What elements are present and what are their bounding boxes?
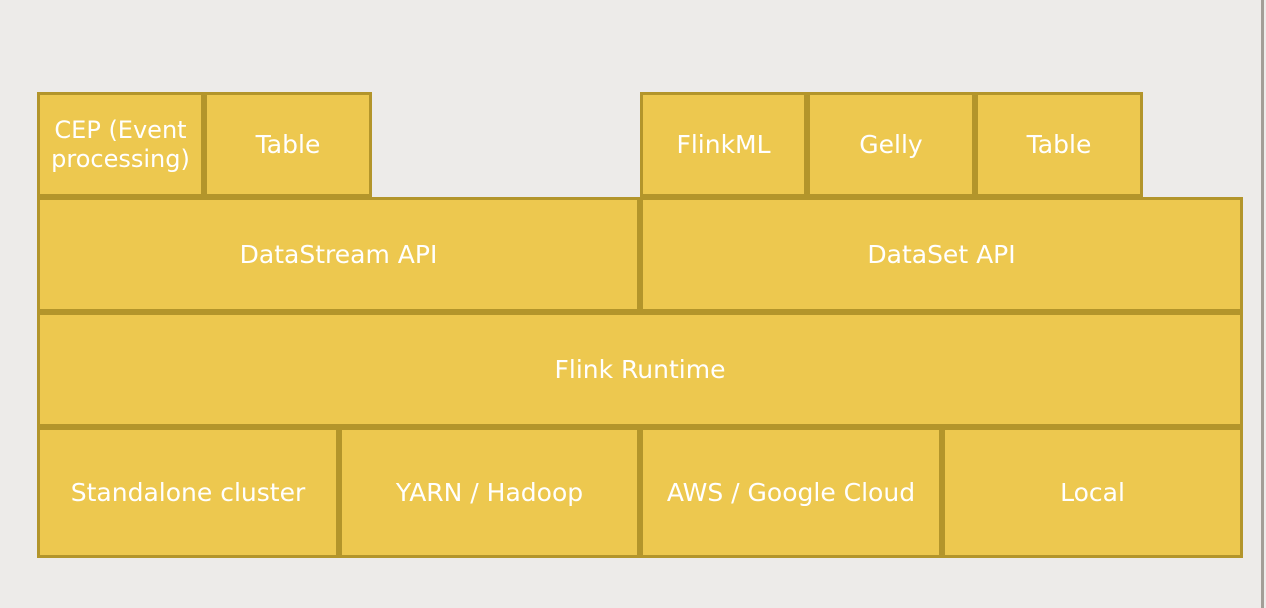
flink-runtime-block: Flink Runtime: [37, 312, 1243, 427]
flink-runtime-label: Flink Runtime: [554, 354, 726, 384]
cep-block: CEP (Event processing): [37, 92, 204, 197]
datastream-api-block: DataStream API: [37, 197, 640, 312]
stream-table-block: Table: [204, 92, 372, 197]
aws-google-cloud-block: AWS / Google Cloud: [640, 427, 942, 558]
batch-table-label: Table: [1026, 129, 1092, 159]
flinkml-label: FlinkML: [676, 129, 771, 159]
yarn-hadoop-block: YARN / Hadoop: [339, 427, 640, 558]
cep-label-line2: processing): [51, 144, 190, 173]
standalone-cluster-label: Standalone cluster: [70, 477, 306, 507]
yarn-hadoop-label: YARN / Hadoop: [395, 477, 584, 507]
gelly-block: Gelly: [807, 92, 975, 197]
cep-label-line1: CEP (Event: [54, 115, 187, 144]
local-label: Local: [1060, 477, 1125, 507]
batch-table-block: Table: [975, 92, 1143, 197]
flinkml-block: FlinkML: [640, 92, 807, 197]
dataset-api-block: DataSet API: [640, 197, 1243, 312]
standalone-cluster-block: Standalone cluster: [37, 427, 339, 558]
datastream-api-label: DataStream API: [239, 239, 438, 269]
local-block: Local: [942, 427, 1243, 558]
aws-google-cloud-label: AWS / Google Cloud: [666, 477, 916, 507]
dataset-api-label: DataSet API: [867, 239, 1016, 269]
cep-label: CEP (Event processing): [51, 116, 190, 174]
gelly-label: Gelly: [859, 129, 923, 159]
stream-table-label: Table: [255, 129, 321, 159]
page-right-border: [1261, 0, 1264, 608]
